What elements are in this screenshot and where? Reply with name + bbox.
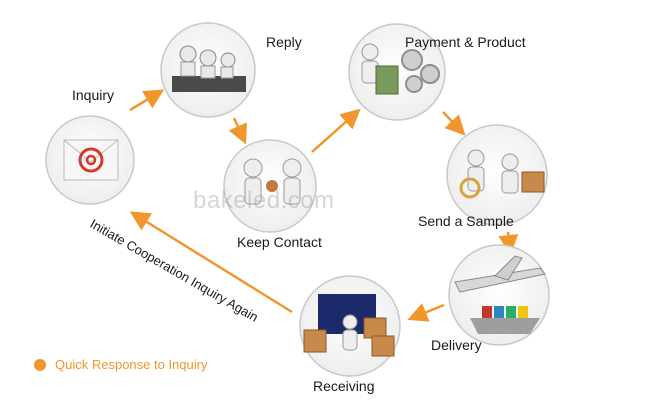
handshake-icon [243,158,302,205]
step-sample-circle [446,124,548,226]
container-boxes-icon [303,294,395,357]
step-keep-contact-circle [223,139,317,233]
sample-trolley-icon [459,149,545,199]
arrow-delivery-to-receiving [407,303,445,322]
arrow-payment-to-sample [442,111,466,136]
step-inquiry-circle [45,115,135,205]
money-gears-icon [361,43,440,95]
step-label-inquiry: Inquiry [72,87,115,103]
step-label-payment-product: Payment & Product [405,34,526,50]
step-label-reply: Reply [266,34,302,50]
step-reply-circle [160,22,256,118]
legend: Quick Response to Inquiry [34,357,207,372]
step-delivery-circle [448,244,550,346]
arrow-inquiry-to-reply [129,89,165,112]
step-payment-circle [348,23,446,121]
arrow-receiving-to-inquiry [129,211,293,314]
step-receiving-circle [299,275,401,377]
step-label-delivery: Delivery [431,337,482,353]
legend-dot-icon [34,358,46,371]
step-label-receiving: Receiving [313,378,375,394]
email-envelope-icon [63,139,119,181]
watermark: bakeled.com [193,187,335,214]
arrow-keep-contact-to-payment [311,108,361,153]
step-label-send-sample: Send a Sample [418,213,514,229]
call-center-icon [172,45,246,92]
legend-text: Quick Response to Inquiry [55,357,208,372]
step-label-keep-contact: Keep Contact [237,234,322,250]
arrow-reply-to-keep-contact [228,117,247,145]
airplane-ship-icon [454,255,546,334]
